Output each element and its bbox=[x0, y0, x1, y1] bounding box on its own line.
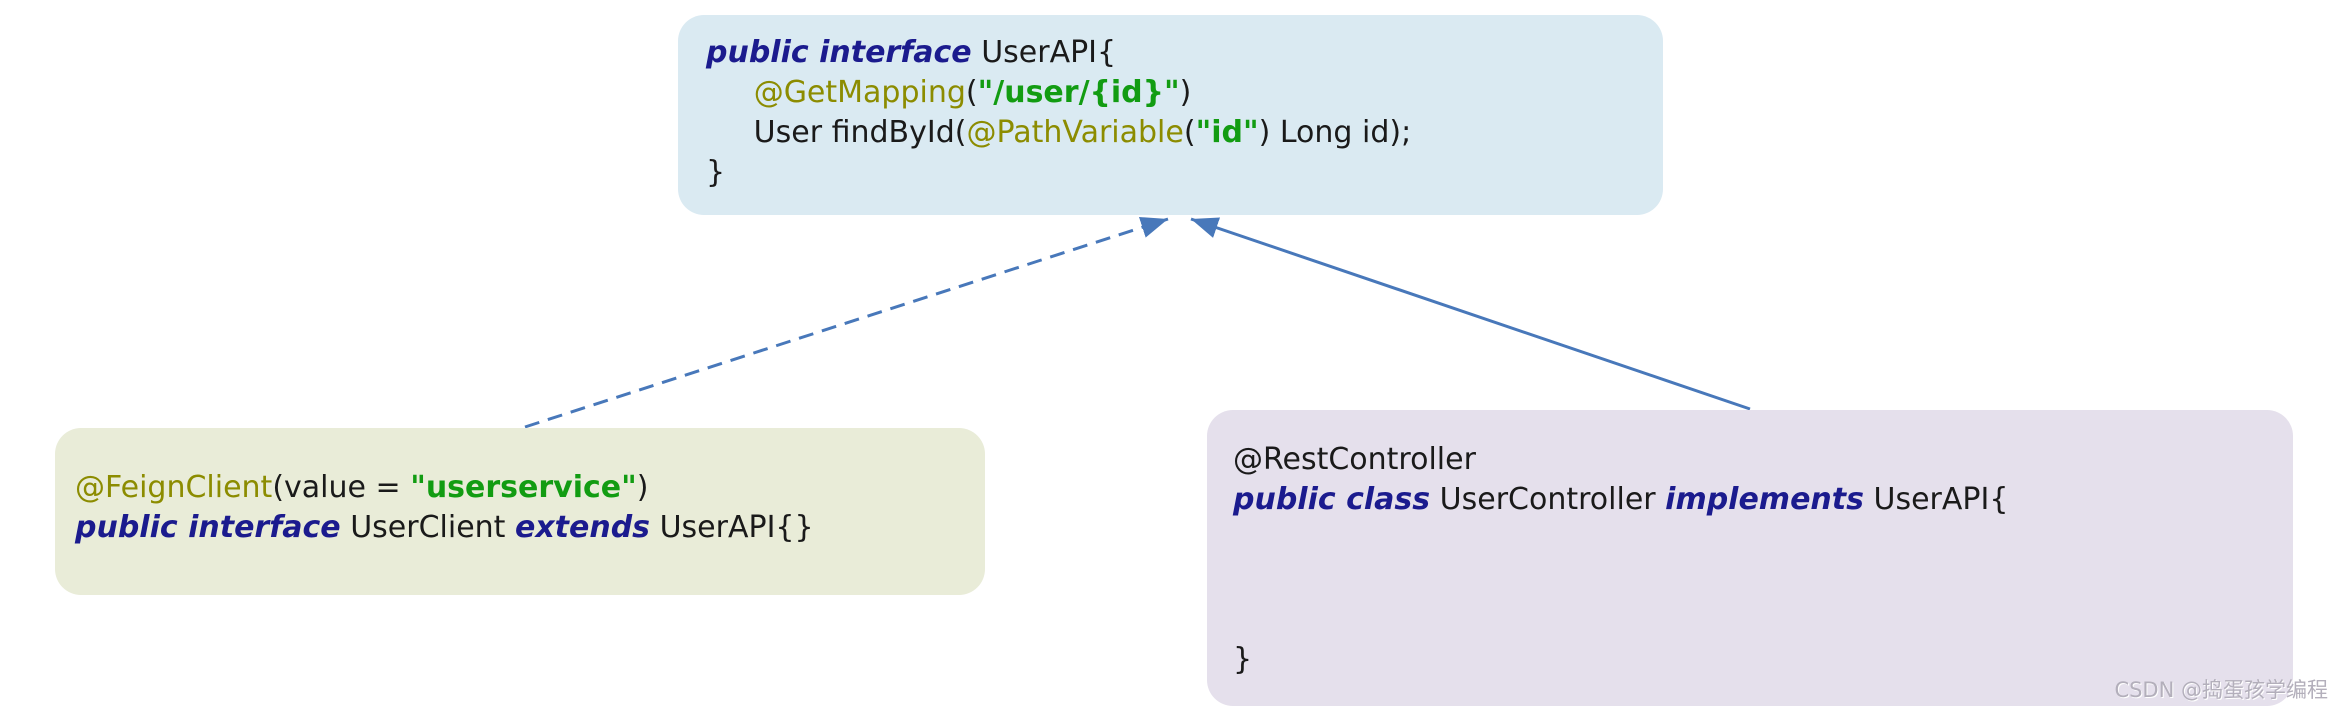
code-token: "id" bbox=[1195, 115, 1259, 150]
code-token: public interface bbox=[706, 35, 972, 70]
code-line bbox=[1233, 560, 2273, 600]
watermark: CSDN @捣蛋孩学编程 bbox=[2114, 678, 2328, 702]
code-token: UserAPI{ bbox=[971, 35, 1117, 70]
code-token: } bbox=[706, 155, 726, 190]
code-token: public interface bbox=[75, 510, 341, 545]
code-token: @GetMapping bbox=[753, 75, 966, 110]
code-token: @RestController bbox=[1233, 442, 1476, 477]
code-token: ( bbox=[965, 75, 978, 110]
code-token: UserAPI{} bbox=[650, 510, 814, 545]
code-token: ) Long id); bbox=[1258, 115, 1412, 150]
code-token: implements bbox=[1665, 482, 1864, 517]
code-line: public interface UserAPI{ bbox=[706, 33, 1643, 73]
code-line: public class UserController implements U… bbox=[1233, 480, 2273, 520]
code-line: } bbox=[1233, 640, 2273, 680]
code-token: } bbox=[1233, 642, 1253, 677]
code-token: User findById( bbox=[706, 115, 967, 150]
code-line: public interface UserClient extends User… bbox=[75, 508, 965, 548]
code-token: extends bbox=[514, 510, 651, 545]
feign-userclient-code-box: @FeignClient(value = "userservice")publi… bbox=[55, 428, 985, 595]
code-token: @FeignClient bbox=[75, 470, 273, 505]
code-token: UserAPI{ bbox=[1863, 482, 2009, 517]
code-token: @PathVariable bbox=[966, 115, 1184, 150]
code-line: } bbox=[706, 153, 1643, 193]
code-line bbox=[1233, 520, 2273, 560]
code-line: @RestController bbox=[1233, 440, 2273, 480]
code-token: "/user/{id}" bbox=[977, 75, 1180, 110]
code-token bbox=[706, 75, 754, 110]
code-line: User findById(@PathVariable("id") Long i… bbox=[706, 113, 1643, 153]
code-line: @FeignClient(value = "userservice") bbox=[75, 468, 965, 508]
implements-arrow-solid bbox=[1190, 217, 1751, 411]
extends-arrow-dashed bbox=[524, 217, 1169, 429]
userapi-interface-code-box: public interface UserAPI{ @GetMapping("/… bbox=[678, 15, 1663, 215]
code-token: ) bbox=[636, 470, 649, 505]
code-line bbox=[1233, 600, 2273, 640]
code-line: @GetMapping("/user/{id}") bbox=[706, 73, 1643, 113]
code-token: public class bbox=[1233, 482, 1431, 517]
code-token: "userservice" bbox=[410, 470, 637, 505]
code-token: UserClient bbox=[340, 510, 515, 545]
code-token: UserController bbox=[1430, 482, 1666, 517]
code-token: ( bbox=[1183, 115, 1196, 150]
code-token: (value = bbox=[272, 470, 411, 505]
code-token: ) bbox=[1179, 75, 1192, 110]
